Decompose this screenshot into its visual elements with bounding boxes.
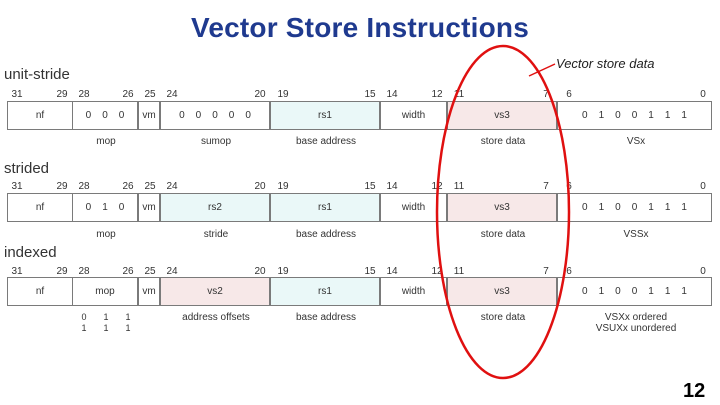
field-vs3: vs3 <box>447 193 557 222</box>
field-vs3: vs3 <box>447 277 557 306</box>
field-width: width <box>380 277 447 306</box>
format-label-indexed: indexed <box>4 244 57 261</box>
field-vs2: vs2 <box>160 277 270 306</box>
field-rs2: rs2 <box>160 193 270 222</box>
field-rs1: rs1 <box>270 193 380 222</box>
highlight-ellipse <box>435 44 571 380</box>
field-rs1: rs1 <box>270 101 380 130</box>
field-vm: vm <box>138 193 160 222</box>
field-vm: vm <box>138 277 160 306</box>
field-width: width <box>380 193 447 222</box>
field-vm: vm <box>138 101 160 130</box>
format-label-strided: strided <box>4 160 50 177</box>
field-vs3: vs3 <box>447 101 557 130</box>
field-rs1: rs1 <box>270 277 380 306</box>
field-width: width <box>380 101 447 130</box>
page-number: 12 <box>683 380 706 402</box>
annotation-label: Vector store data <box>556 56 655 71</box>
mop-values-row-1: 0 1 1 <box>81 312 131 322</box>
page-title: Vector Store Instructions <box>191 12 529 43</box>
field-mop: mop <box>72 277 138 306</box>
format-label-unit-stride: unit-stride <box>4 66 70 83</box>
annotation-pointer <box>528 63 556 77</box>
mop-values-row-2: 1 1 1 <box>81 323 131 333</box>
